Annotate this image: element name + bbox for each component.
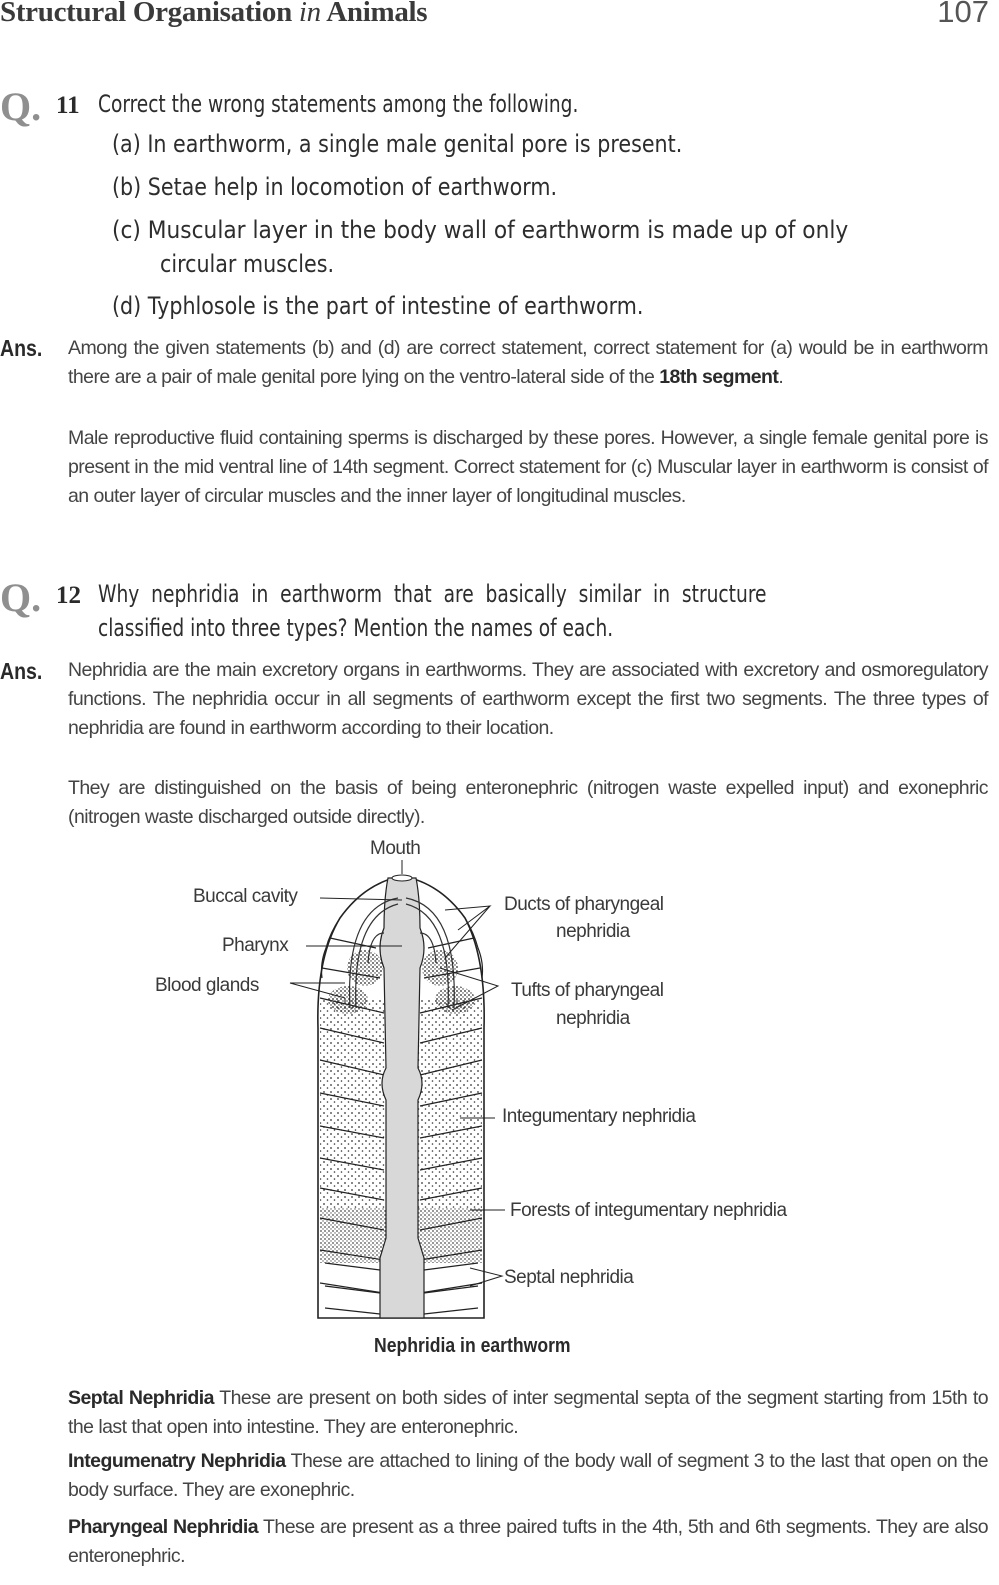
q12-answer-paragraph-1: Nephridia are the main excretory organs … (68, 659, 989, 739)
label-pharynx: Pharynx (222, 935, 289, 956)
type-septal-nephridia: Septal Nephridia These are present on bo… (68, 1387, 989, 1438)
option-d: (d) Typhlosole is the part of intestine … (112, 292, 644, 320)
option-c: (c) Muscular layer in the body wall of e… (112, 216, 849, 244)
label-ducts-line-2: nephridia (556, 921, 630, 942)
option-b: (b) Setae help in locomotion of earthwor… (112, 173, 558, 201)
type-pharyngeal-nephridia: Pharyngeal Nephridia These are present a… (68, 1516, 989, 1567)
label-tufts-line-1: Tufts of pharyngeal (511, 980, 664, 1001)
question-marker: Q. (0, 575, 42, 620)
question-number: 12 (56, 582, 81, 609)
type-integumentary-nephridia: Integumenatry Nephridia These are attach… (68, 1450, 989, 1501)
question-text-line-2: classified into three types? Mention the… (98, 614, 614, 642)
nephridia-diagram: Mouth Buccal cavity Pharynx Blood glands… (140, 838, 860, 1363)
chapter-title: Structural Organisation in Animals (0, 0, 428, 28)
label-septal-nephridia: Septal nephridia (504, 1267, 634, 1288)
label-forests-of-integumentary-nephridia: Forests of integumentary nephridia (510, 1200, 787, 1221)
page-number: 107 (937, 0, 989, 29)
question-text: Correct the wrong statements among the f… (98, 90, 579, 118)
label-mouth: Mouth (370, 838, 421, 859)
q12-answer-paragraph-2: They are distinguished on the basis of b… (68, 777, 989, 828)
answer-label: Ans. (0, 335, 43, 361)
label-blood-glands: Blood glands (155, 975, 259, 996)
q11-answer-paragraph-1: Among the given statements (b) and (d) a… (68, 337, 989, 388)
earthworm-diagram-illustration (289, 860, 505, 1319)
question-number: 11 (56, 92, 80, 119)
label-tufts-line-2: nephridia (556, 1008, 630, 1029)
label-buccal-cavity: Buccal cavity (193, 886, 298, 907)
option-a: (a) In earthworm, a single male genital … (112, 130, 683, 158)
question-text-line-1: Why nephridia in earthworm that are basi… (98, 580, 767, 608)
q11-answer-paragraph-2: Male reproductive fluid containing sperm… (68, 427, 989, 507)
option-c-cont: circular muscles. (160, 250, 335, 278)
answer-label: Ans. (0, 658, 43, 684)
question-marker: Q. (0, 84, 42, 129)
figure-caption: Nephridia in earthworm (374, 1335, 571, 1357)
label-integumentary-nephridia: Integumentary nephridia (502, 1106, 696, 1127)
label-ducts-line-1: Ducts of pharyngeal (504, 894, 664, 915)
